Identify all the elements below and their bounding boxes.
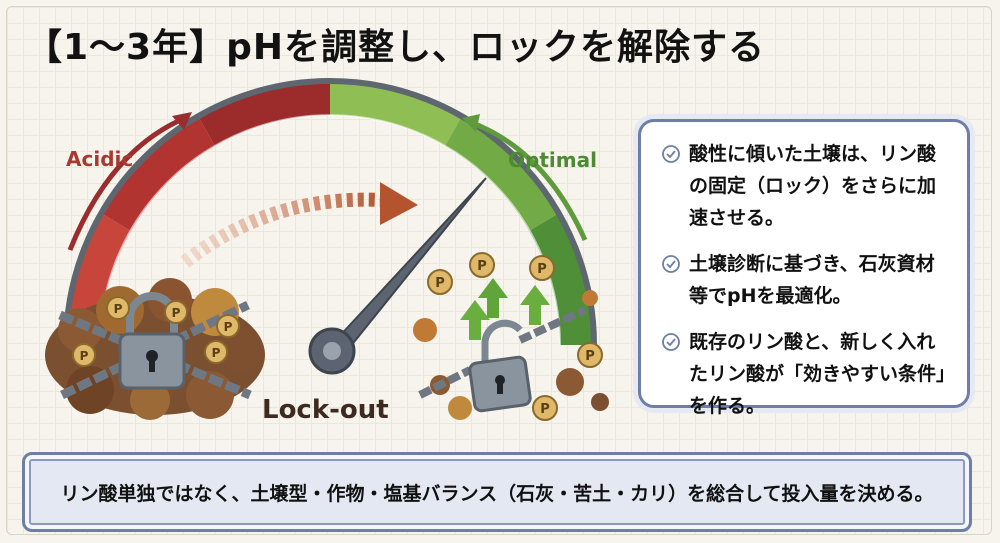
broken-chain xyxy=(418,366,472,399)
svg-text:P: P xyxy=(537,262,547,277)
locked-soil-pile xyxy=(45,278,265,420)
page-title: 【1～3年】pHを調整し、ロックを解除する xyxy=(26,27,765,68)
gauge-segment-3 xyxy=(198,80,330,146)
info-item: 既存のリン酸と、新しく入れたリン酸が「効きやすい条件」を作る。 xyxy=(661,326,953,422)
svg-text:P: P xyxy=(80,349,89,363)
gauge-outer-rim xyxy=(63,78,597,346)
check-circle-icon xyxy=(662,333,680,351)
lockout-label: Lock-out xyxy=(262,395,389,425)
info-item: 土壌診断に基づき、石灰資材等でpHを最適化。 xyxy=(661,248,953,312)
up-arrow-icon xyxy=(478,278,508,318)
svg-text:P: P xyxy=(477,259,487,274)
broken-shackle xyxy=(481,319,523,362)
svg-text:P: P xyxy=(224,320,233,334)
gauge-needle xyxy=(308,177,487,375)
optimal-arrow xyxy=(469,119,588,242)
phosphate-coins-right: P P P P P xyxy=(427,252,603,421)
acidic-arrow xyxy=(67,115,186,251)
svg-text:P: P xyxy=(435,276,445,291)
info-panel: 酸性に傾いた土壌は、リン酸の固定（ロック）をさらに加速させる。 土壌診断に基づき… xyxy=(638,119,970,417)
gauge-segment-5 xyxy=(445,116,559,231)
unlocked-soil-pile xyxy=(413,278,609,420)
info-item-text: 既存のリン酸と、新しく入れたリン酸が「効きやすい条件」を作る。 xyxy=(689,331,946,417)
svg-text:P: P xyxy=(172,306,181,320)
info-item-text: 酸性に傾いた土壌は、リン酸の固定（ロック）をさらに加速させる。 xyxy=(689,143,937,229)
svg-text:P: P xyxy=(540,402,550,417)
svg-text:P: P xyxy=(114,302,123,316)
info-item: 酸性に傾いた土壌は、リン酸の固定（ロック）をさらに加速させる。 xyxy=(661,138,953,234)
shift-arrow xyxy=(180,192,381,268)
check-circle-icon xyxy=(662,145,680,163)
summary-text: リン酸単独ではなく、土壌型・作物・塩基バランス（石灰・苦土・カリ）を総合して投入… xyxy=(60,482,934,505)
up-arrow-icon xyxy=(460,300,490,340)
svg-text:P: P xyxy=(212,346,221,360)
summary-bar: リン酸単独ではなく、土壌型・作物・塩基バランス（石灰・苦土・カリ）を総合して投入… xyxy=(22,452,972,532)
check-circle-icon xyxy=(662,255,680,273)
gauge-segment-4 xyxy=(330,80,462,146)
acidic-label: Acidic xyxy=(66,147,133,171)
info-item-text: 土壌診断に基づき、石灰資材等でpHを最適化。 xyxy=(689,253,935,307)
broken-chain xyxy=(518,306,587,344)
optimal-label: Optimal xyxy=(508,148,597,172)
up-arrow-icon xyxy=(520,285,550,325)
phosphate-coins-left: P P P P P xyxy=(72,296,240,367)
gauge-segment-2 xyxy=(101,116,215,231)
svg-text:P: P xyxy=(585,349,595,364)
